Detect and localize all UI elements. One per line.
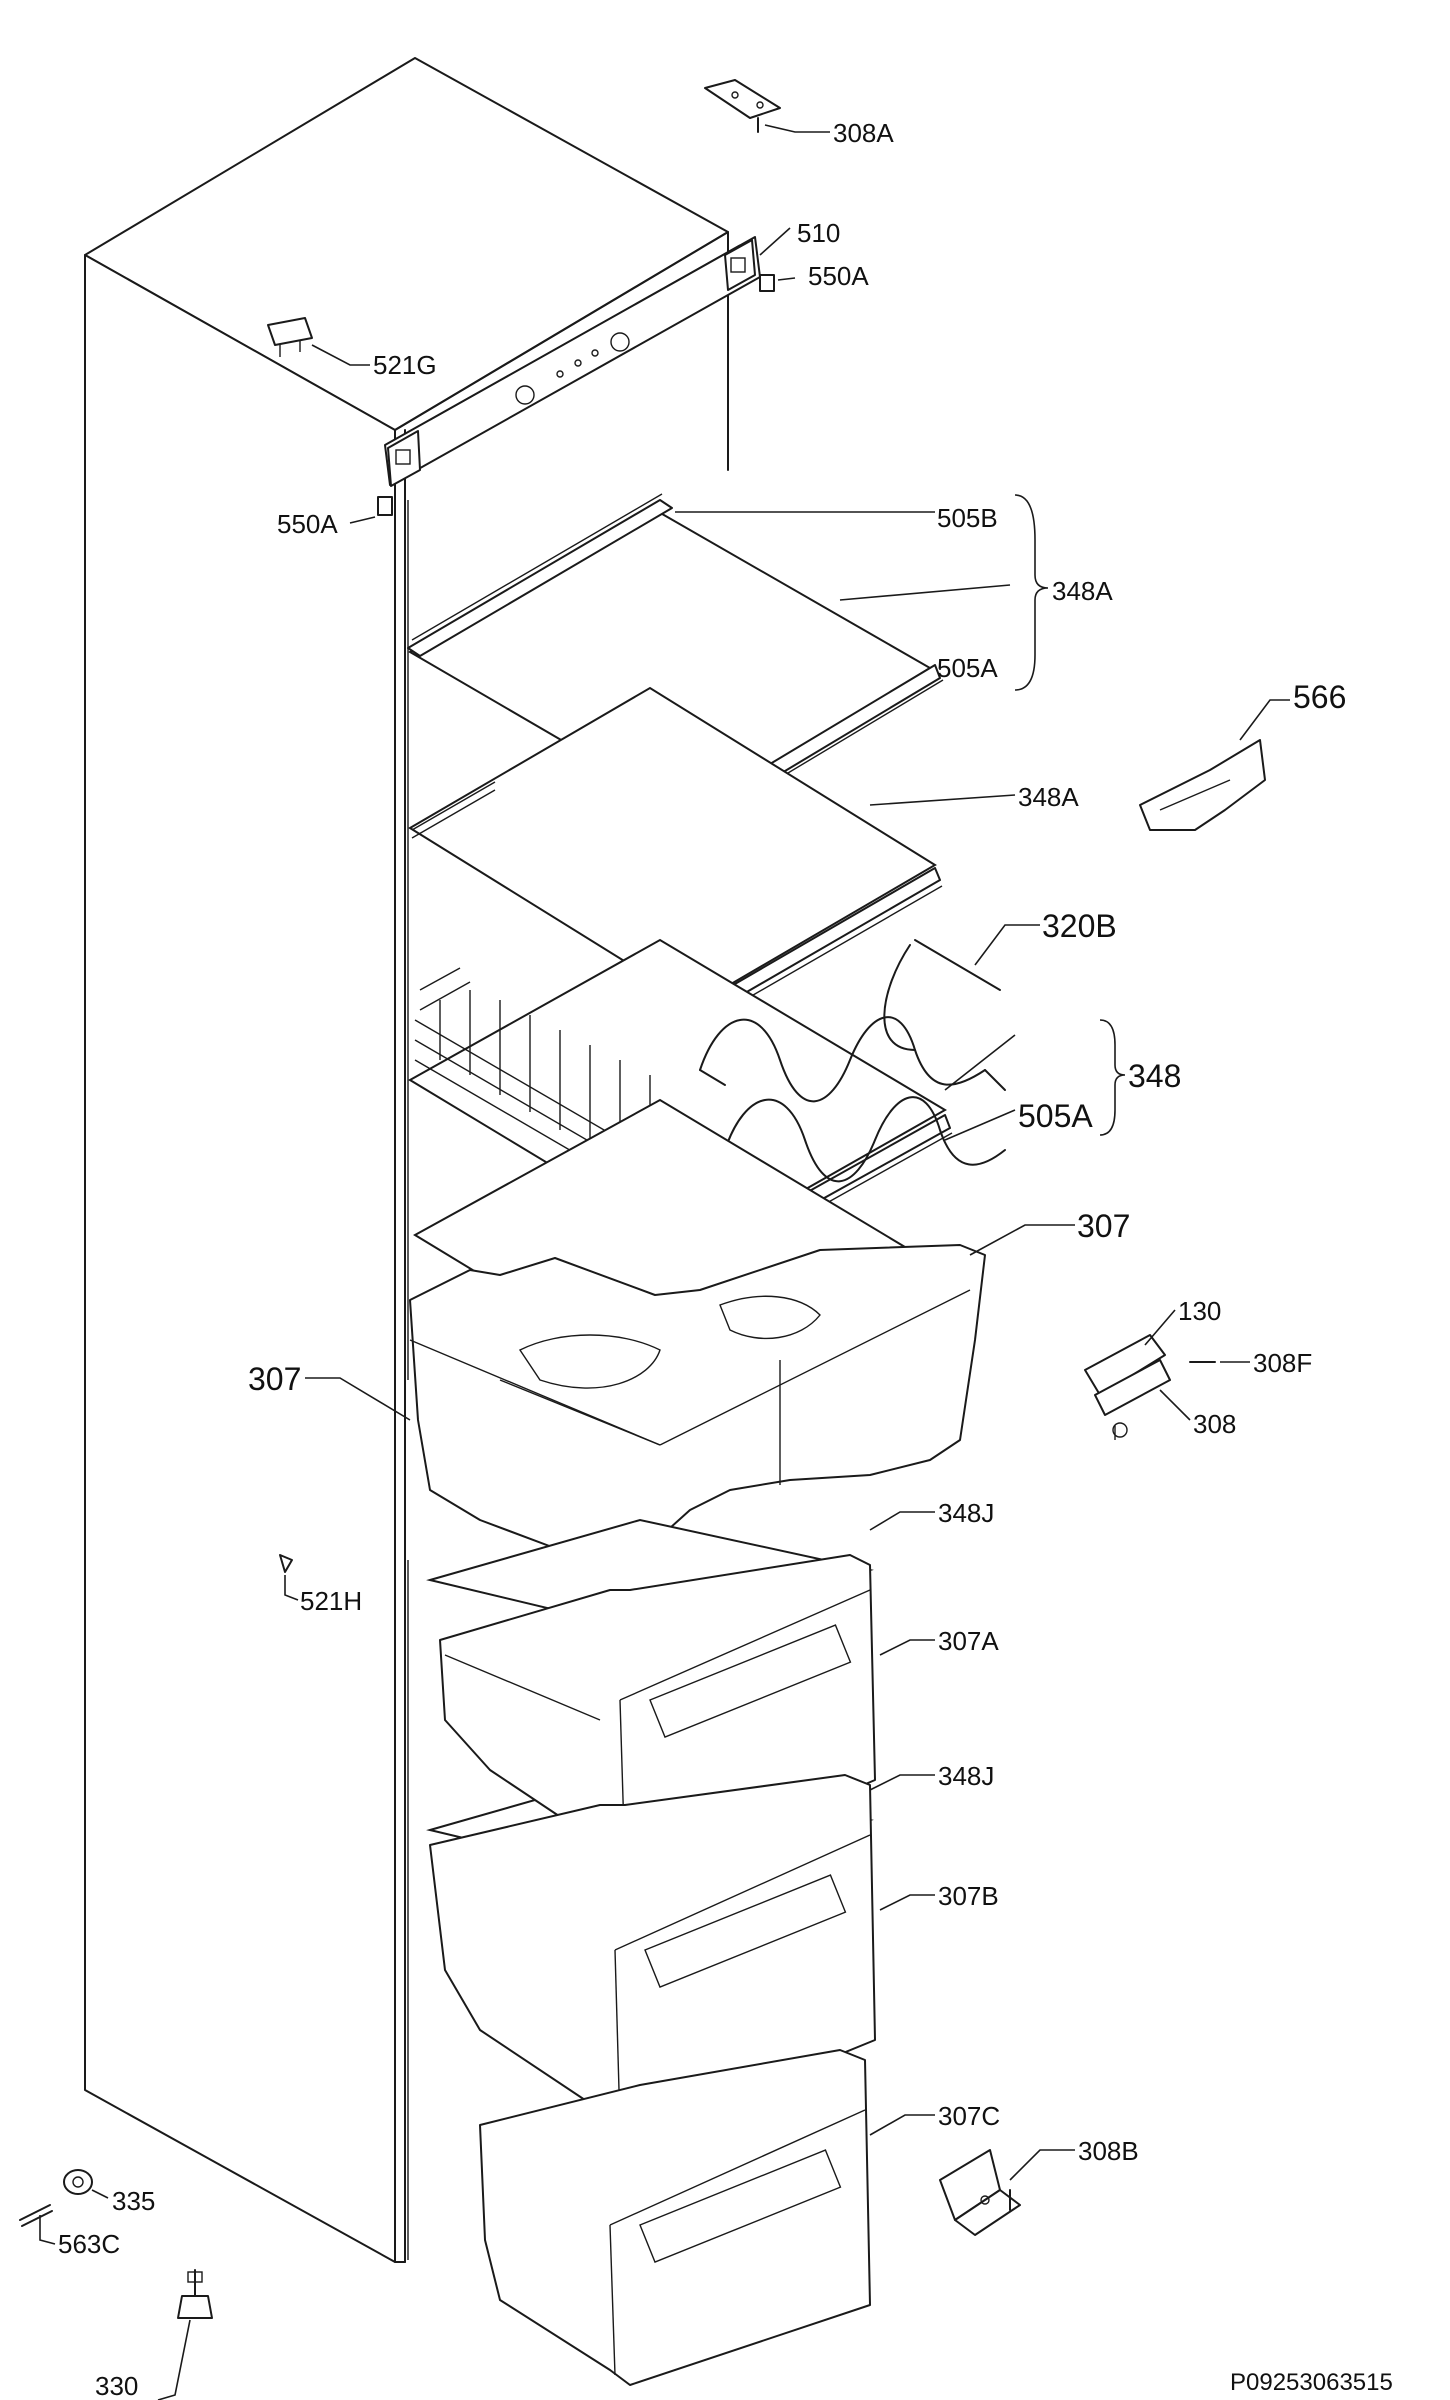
label-505B: 505B	[937, 503, 998, 533]
label-505A-bottom: 505A	[1018, 1098, 1093, 1134]
label-308B: 308B	[1078, 2136, 1139, 2166]
label-330: 330	[95, 2371, 138, 2400]
screw-521H	[279, 1554, 293, 1573]
label-550A-top: 550A	[808, 261, 869, 291]
label-307-left: 307	[248, 1361, 301, 1397]
label-510: 510	[797, 218, 840, 248]
label-348A-group: 348A	[1052, 576, 1113, 606]
middle-hinge-assembly	[1084, 1334, 1216, 1440]
label-348J-top: 348J	[938, 1498, 994, 1528]
label-130: 130	[1178, 1296, 1221, 1326]
foot-parts	[19, 2169, 213, 2319]
label-307C: 307C	[938, 2101, 1000, 2131]
label-308F: 308F	[1253, 1348, 1312, 1378]
label-335: 335	[112, 2186, 155, 2216]
label-521G: 521G	[373, 350, 437, 380]
label-307B: 307B	[938, 1881, 999, 1911]
label-307A: 307A	[938, 1626, 999, 1656]
top-hinge-308A	[704, 79, 781, 133]
document-number: P09253063515	[1230, 2369, 1393, 2396]
drawer-307B	[429, 1774, 876, 2141]
label-505A-top: 505A	[937, 653, 998, 683]
label-348A-single: 348A	[1018, 782, 1079, 812]
wine-rack-320B	[699, 939, 1006, 1183]
clip-550A-top	[759, 274, 775, 292]
label-348J-bottom: 348J	[938, 1761, 994, 1791]
middle-shelf-348A	[408, 686, 943, 1029]
label-307-right: 307	[1077, 1208, 1130, 1244]
part-521G	[267, 317, 313, 357]
drawer-307C	[479, 2049, 871, 2386]
label-320B: 320B	[1042, 908, 1117, 944]
top-shelf-348A	[407, 493, 944, 831]
label-308A: 308A	[833, 118, 894, 148]
cabinet	[84, 57, 729, 2263]
crisper-drawer-307	[409, 1244, 986, 1571]
bracket-566	[1139, 739, 1266, 831]
clip-550A-left	[377, 496, 393, 516]
label-348: 348	[1128, 1058, 1181, 1094]
label-566: 566	[1293, 679, 1346, 715]
label-563C: 563C	[58, 2229, 120, 2259]
leader-lines	[39, 124, 1290, 2400]
bottom-hinge-308B	[939, 2149, 1021, 2236]
label-308: 308	[1193, 1409, 1236, 1439]
label-550A-left: 550A	[277, 509, 338, 539]
label-521H: 521H	[300, 1586, 362, 1616]
